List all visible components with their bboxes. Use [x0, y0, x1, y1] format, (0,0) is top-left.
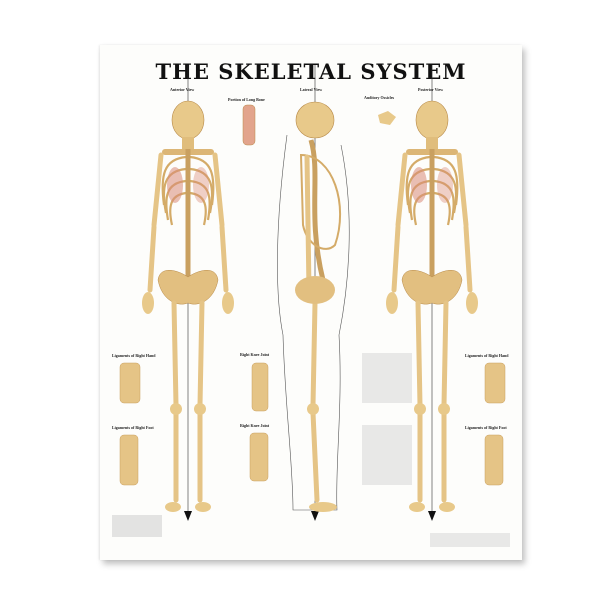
ossicles-inset	[378, 111, 396, 125]
annotation-text-blocks	[112, 353, 510, 547]
anterior-skeleton	[142, 64, 234, 522]
skeletal-system-poster: THE SKELETAL SYSTEM Anterior View Latera…	[100, 45, 522, 560]
inset-drawings	[119, 362, 506, 486]
hand-inset-right-label: Ligaments of Right Hand	[465, 353, 509, 358]
foot-inset-right-label: Ligaments of Right Foot	[465, 425, 507, 430]
lateral-skeleton	[277, 64, 350, 522]
posterior-view-label: Posterior View	[418, 87, 444, 92]
ossicles-label: Auditory Ossicles	[364, 95, 395, 100]
skeleton-illustrations	[112, 64, 510, 547]
anterior-view-label: Anterior View	[170, 87, 195, 92]
long-bone-inset	[242, 104, 256, 146]
hand-inset-label: Ligaments of Right Hand	[112, 353, 156, 358]
knee-inset-label: Right Knee Joint	[240, 352, 270, 357]
long-bone-label: Portion of Long Bone	[228, 97, 265, 102]
foot-inset-label: Ligaments of Right Foot	[112, 425, 154, 430]
knee-inset-label-2: Right Knee Joint	[240, 423, 270, 428]
poster-title: THE SKELETAL SYSTEM	[155, 59, 467, 84]
lateral-view-label: Lateral View	[300, 87, 323, 92]
